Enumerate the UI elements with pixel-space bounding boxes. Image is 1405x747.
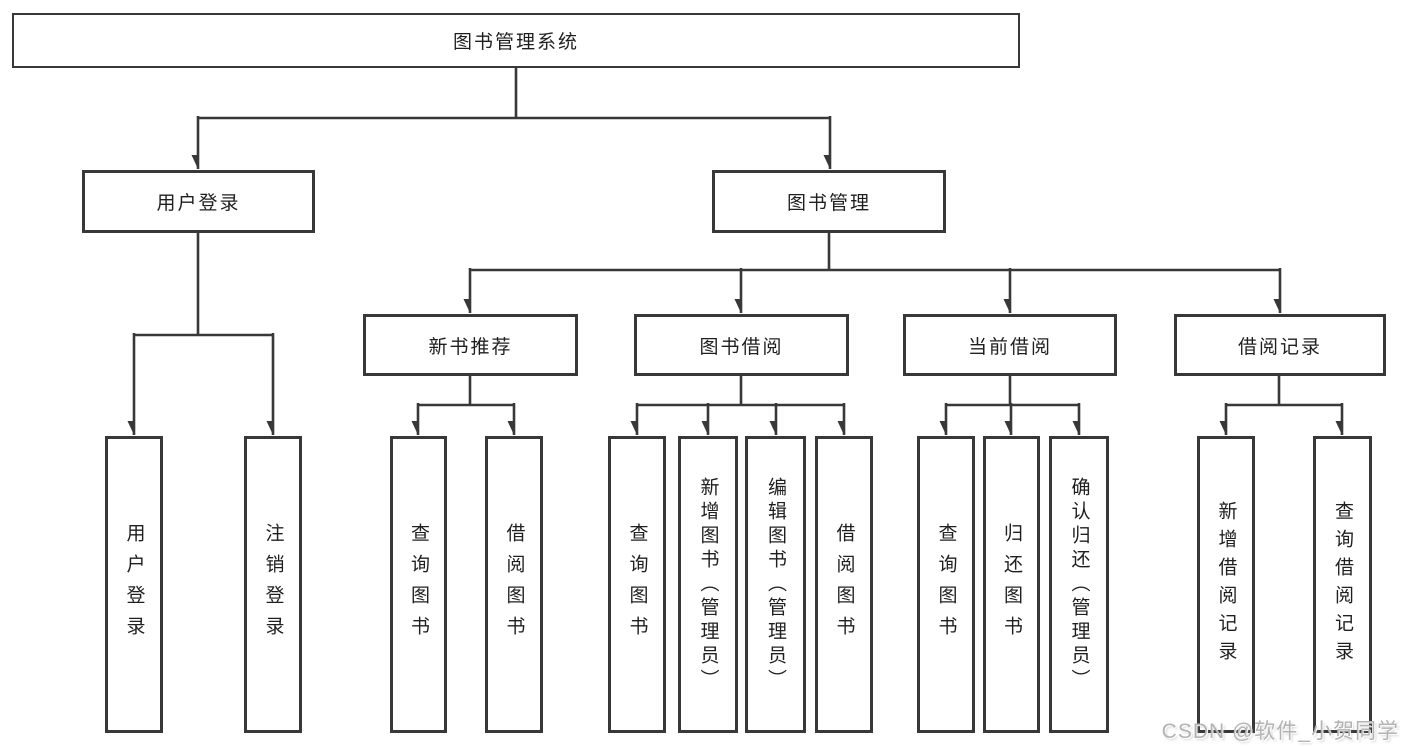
leaf-add-borrow-record: 新增借阅记录 <box>1197 436 1255 733</box>
node-new-book-recommend-label: 新书推荐 <box>428 336 513 358</box>
csdn-watermark: CSDN @软件_小贺同学 <box>1161 720 1399 743</box>
leaf-query-books-3: 查询图书 <box>917 436 975 733</box>
node-new-book-recommend: 新书推荐 <box>363 314 578 376</box>
node-current-borrowing: 当前借阅 <box>903 314 1117 376</box>
connector-current-borrow-branch <box>945 376 1081 435</box>
leaf-add-book-admin: 新增图书（管理员） <box>678 436 738 733</box>
leaf-user-login: 用户登录 <box>105 436 163 733</box>
leaf-return-book: 归还图书 <box>983 436 1040 733</box>
node-borrow-records-label: 借阅记录 <box>1237 336 1322 358</box>
leaf-query-books-2: 查询图书 <box>608 436 666 733</box>
node-book-management-label: 图书管理 <box>786 193 871 214</box>
node-borrow-records: 借阅记录 <box>1174 314 1386 376</box>
node-user-login: 用户登录 <box>82 170 315 233</box>
connector-book-borrow-branch <box>636 376 846 435</box>
leaf-logout: 注销登录 <box>244 436 302 733</box>
connector-new-book-branch <box>417 376 516 435</box>
leaf-query-books-1: 查询图书 <box>390 436 447 733</box>
connector-user-login-branch <box>133 233 275 435</box>
connector-borrow-records-branch <box>1225 376 1344 435</box>
node-user-login-label: 用户登录 <box>156 193 241 214</box>
node-system-root-label: 图书管理系统 <box>452 32 579 53</box>
node-current-borrowing-label: 当前借阅 <box>967 336 1052 358</box>
connector-root-to-level2 <box>197 68 832 169</box>
leaf-borrow-books-1: 借阅图书 <box>485 436 543 733</box>
leaf-confirm-return-admin: 确认归还（管理员） <box>1049 436 1109 733</box>
node-book-management: 图书管理 <box>712 170 946 233</box>
connector-book-mgmt-branch <box>469 233 1282 313</box>
leaf-borrow-books-2: 借阅图书 <box>815 436 873 733</box>
node-book-borrowing-label: 图书借阅 <box>699 336 784 358</box>
leaf-query-borrow-record: 查询借阅记录 <box>1313 436 1372 733</box>
node-system-root: 图书管理系统 <box>12 13 1020 68</box>
leaf-edit-book-admin: 编辑图书（管理员） <box>745 436 806 733</box>
node-book-borrowing: 图书借阅 <box>634 314 849 376</box>
